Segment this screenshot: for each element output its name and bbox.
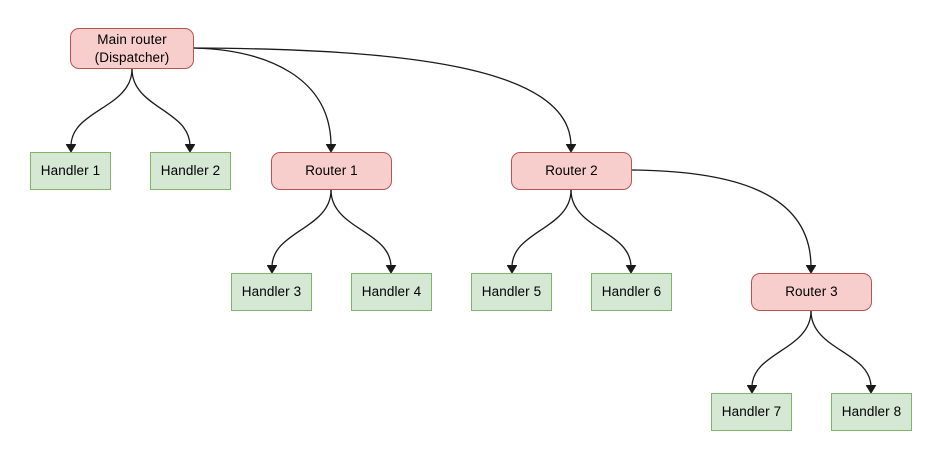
node-label: Handler 2: [160, 163, 221, 179]
arrowhead-icon: [565, 144, 577, 153]
arrowhead-icon: [325, 144, 337, 153]
edge-line: [330, 189, 392, 268]
edge-line: [631, 169, 812, 268]
node-label: Router 1: [305, 163, 358, 179]
arrowhead-icon: [266, 265, 278, 274]
edge-router-1-to-handler-4: [330, 189, 397, 274]
node-label: Handler 6: [601, 284, 662, 300]
edge-main-to-router-1: [193, 47, 337, 153]
edge-line: [70, 68, 133, 147]
edge-line: [810, 310, 872, 388]
node-label: Main router (Dispatcher): [94, 31, 170, 65]
arrowhead-icon: [805, 265, 817, 274]
arrowhead-icon: [865, 385, 877, 394]
arrowhead-icon: [385, 265, 397, 274]
node-label: Router 2: [545, 163, 598, 179]
node-label: Handler 1: [40, 163, 101, 179]
node-router-2[interactable]: Router 2: [511, 152, 632, 190]
node-handler-7[interactable]: Handler 7: [711, 393, 792, 431]
node-handler-6[interactable]: Handler 6: [591, 273, 672, 311]
arrowhead-icon: [746, 385, 758, 394]
edge-main-to-handler-1: [65, 68, 133, 153]
edge-line: [131, 68, 191, 147]
arrowhead-icon: [506, 265, 518, 274]
edge-router-1-to-handler-3: [266, 189, 332, 274]
node-label: Handler 8: [841, 404, 902, 420]
edge-router-2-to-handler-5: [506, 189, 572, 274]
edge-line: [193, 47, 332, 147]
edge-line: [751, 310, 812, 388]
edge-line: [193, 47, 572, 147]
edge-line: [511, 189, 572, 268]
node-handler-5[interactable]: Handler 5: [471, 273, 552, 311]
node-handler-2[interactable]: Handler 2: [150, 152, 231, 190]
edge-router-2-to-handler-6: [570, 189, 637, 274]
edge-line: [271, 189, 332, 268]
node-router-3[interactable]: Router 3: [751, 273, 872, 311]
node-handler-1[interactable]: Handler 1: [30, 152, 111, 190]
node-label: Handler 3: [241, 284, 302, 300]
node-router-1[interactable]: Router 1: [271, 152, 392, 190]
node-label: Handler 7: [721, 404, 782, 420]
node-handler-8[interactable]: Handler 8: [831, 393, 912, 431]
edge-router-3-to-handler-7: [746, 310, 812, 394]
arrowhead-icon: [184, 144, 196, 153]
edge-router-3-to-handler-8: [810, 310, 877, 394]
edge-main-to-router-2: [193, 47, 577, 153]
node-handler-4[interactable]: Handler 4: [351, 273, 432, 311]
arrowhead-icon: [625, 265, 637, 274]
node-label: Handler 5: [481, 284, 542, 300]
edge-line: [570, 189, 632, 268]
edge-main-to-handler-2: [131, 68, 196, 153]
node-handler-3[interactable]: Handler 3: [231, 273, 312, 311]
arrowhead-icon: [65, 144, 77, 153]
node-label: Handler 4: [361, 284, 422, 300]
edge-router-2-to-router-3: [631, 169, 817, 274]
node-main-router[interactable]: Main router (Dispatcher): [70, 28, 194, 69]
node-label: Router 3: [785, 284, 838, 300]
